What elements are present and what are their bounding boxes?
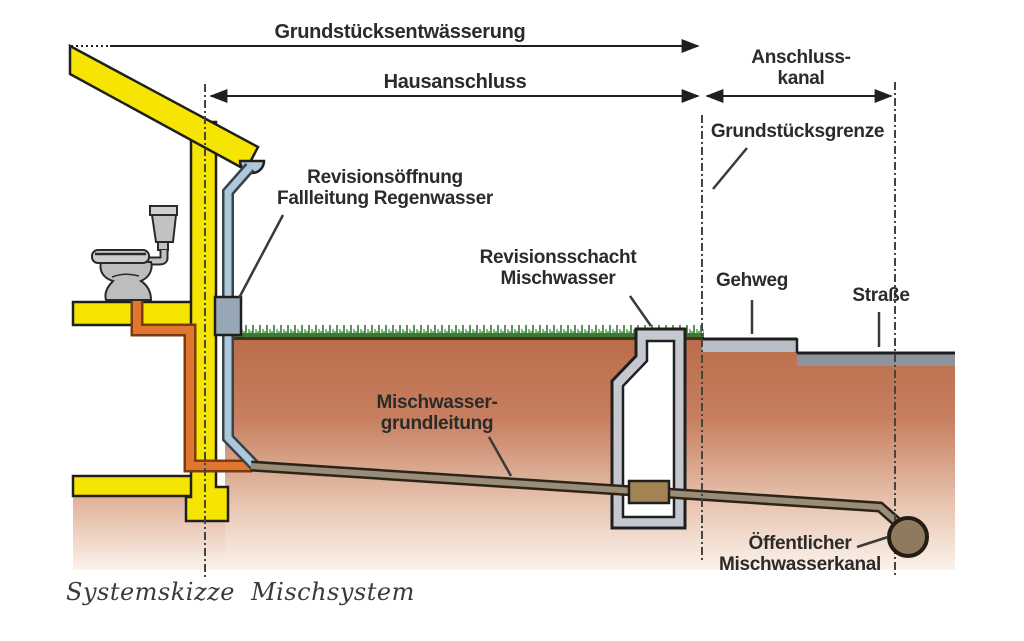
inspection-shaft [610, 327, 687, 530]
label-anschlusskanal: Anschluss- kanal [751, 47, 851, 89]
grass-base [231, 333, 704, 337]
revisionsoeffnung-pointer [237, 214, 285, 299]
label-gehweg: Gehweg [715, 270, 789, 291]
toilet-seat [91, 249, 150, 264]
grundstuecksgrenze-pointer [712, 147, 748, 190]
sidewalk-surface [702, 338, 797, 352]
soil-ground [225, 337, 955, 570]
label-strasse: Straße [852, 285, 910, 306]
label-oeffentlicher-kanal: Öffentlicher Mischwasserkanal [718, 533, 882, 575]
label-revisionsschacht: Revisionsschacht Mischwasser [479, 247, 637, 289]
toilet [91, 205, 178, 301]
label-grundstuecksentwaesserung: Grundstücksentwässerung [274, 21, 526, 43]
toilet-bowl [99, 261, 153, 301]
label-grundleitung: Mischwasser- grundleitung [376, 392, 498, 434]
basement-floor-slab [71, 474, 195, 498]
kanal-pointer [856, 535, 889, 549]
grundleitung-pointer [487, 436, 513, 477]
combined-sewer-pipe [250, 460, 901, 527]
house-roof [68, 43, 260, 172]
public-sewer-canal [887, 516, 929, 558]
street-surface [797, 352, 955, 366]
label-grundstuecksgrenze: Grundstücksgrenze [710, 121, 885, 142]
pipe-access-fitting [627, 479, 671, 505]
label-revisionsoeffnung: Revisionsöffnung Fallleitung Regenwasser [277, 167, 493, 209]
sewage-pipe-orange [130, 301, 252, 473]
downpipe-revision-box [213, 295, 243, 337]
pointer-lines [237, 147, 889, 549]
label-hausanschluss: Hausanschluss [383, 71, 527, 93]
diagram-caption: Systemskizze Mischsystem [66, 578, 415, 606]
dimension-arrows [71, 39, 893, 103]
revisionsschacht-pointer [628, 295, 653, 327]
